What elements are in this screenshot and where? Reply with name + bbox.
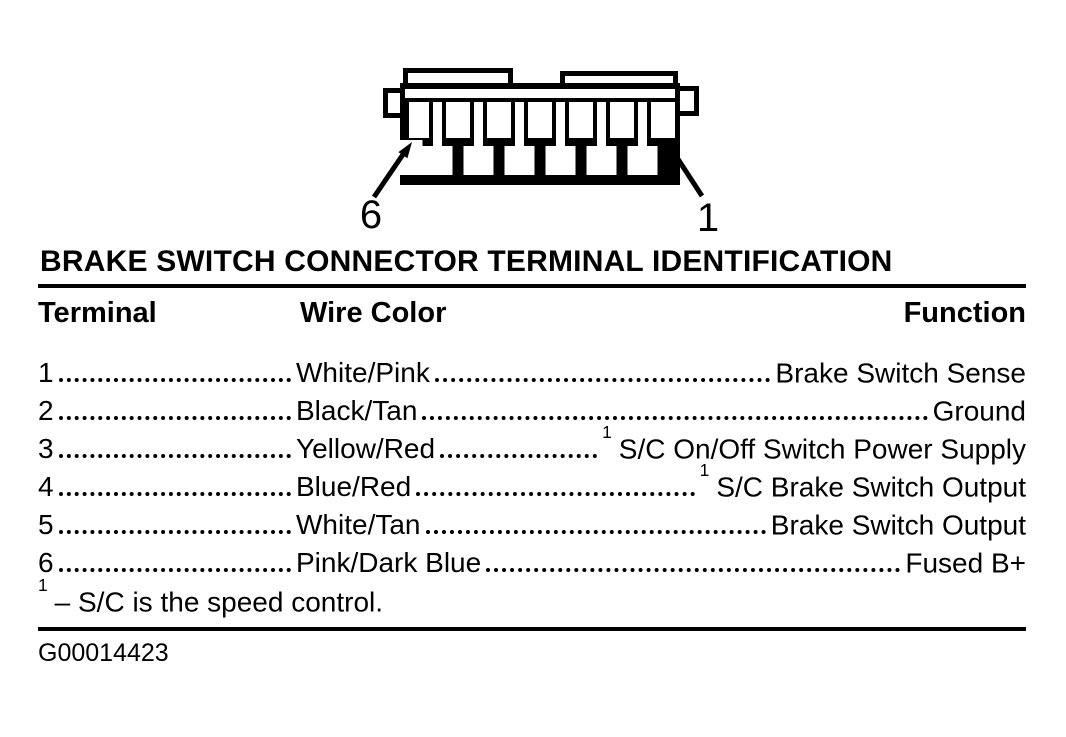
footnote-marker: 1 — [602, 422, 612, 443]
table-title: BRAKE SWITCH CONNECTOR TERMINAL IDENTIFI… — [40, 245, 893, 278]
dot-leader — [486, 564, 901, 573]
dot-leader — [416, 488, 695, 497]
dot-leader — [59, 564, 291, 573]
pin-1-label: 1 — [697, 196, 719, 240]
connector-diagram: 6 1 — [360, 68, 719, 240]
function-cell: Brake Switch Sense — [775, 357, 1026, 389]
dot-leader — [59, 488, 291, 497]
footnote-marker: 1 — [38, 575, 48, 596]
table-row: 4 Blue/Red 1S/C Brake Switch Output — [38, 460, 1026, 502]
wire-color: Pink/Dark Blue — [296, 547, 482, 579]
dot-leader — [59, 412, 291, 421]
header-terminal: Terminal — [38, 297, 157, 329]
footnote-text: – S/C is the speed control. — [54, 586, 384, 618]
terminal-number: 5 — [38, 509, 54, 541]
wire-color: Black/Tan — [296, 395, 418, 427]
dot-leader — [59, 450, 291, 459]
arrowhead-icon — [666, 142, 680, 159]
wire-color: White/Pink — [296, 357, 430, 389]
pin-1-callout: 1 — [666, 142, 719, 240]
terminal-number: 2 — [38, 395, 54, 427]
dot-leader — [59, 526, 291, 535]
figure-id: G00014423 — [38, 639, 169, 667]
terminal-number: 6 — [38, 547, 54, 579]
table-row: 6 Pink/Dark Blue Fused B+ — [38, 537, 1026, 578]
dot-leader — [440, 450, 598, 459]
footnote-marker: 1 — [699, 460, 710, 481]
function-cell: 1S/C Brake Switch Output — [699, 460, 1026, 503]
footnote: 1 – S/C is the speed control. — [38, 575, 384, 618]
function-cell: 1S/C On/Off Switch Power Supply — [602, 422, 1026, 465]
terminal-number: 3 — [38, 433, 54, 465]
header-wire-color: Wire Color — [300, 297, 447, 329]
pin-6-label: 6 — [360, 193, 382, 237]
function-cell: Brake Switch Output — [770, 509, 1026, 541]
dot-leader — [422, 412, 928, 421]
footer-rule — [38, 627, 1026, 631]
table-row: 5 White/Tan Brake Switch Output — [38, 499, 1026, 540]
table-row: 1 White/Pink Brake Switch Sense — [38, 347, 1026, 388]
terminal-number: 1 — [38, 357, 54, 389]
arrowhead-icon — [398, 142, 412, 159]
dot-leader — [434, 374, 771, 383]
dot-leader — [59, 374, 291, 383]
terminal-table: 1 White/Pink Brake Switch Sense 2 Black/… — [38, 347, 1026, 578]
table-row: 2 Black/Tan Ground — [38, 385, 1026, 426]
table-row: 3 Yellow/Red 1S/C On/Off Switch Power Su… — [38, 422, 1026, 464]
wire-color: Blue/Red — [296, 471, 412, 503]
function-cell: Fused B+ — [905, 547, 1026, 579]
wire-color: Yellow/Red — [296, 433, 436, 465]
connector-body — [383, 68, 699, 185]
terminal-number: 4 — [38, 471, 54, 503]
table-header-row: Terminal Wire Color Function — [38, 297, 1026, 330]
dot-leader — [425, 526, 766, 535]
header-function: Function — [903, 297, 1026, 329]
wire-color: White/Tan — [296, 509, 421, 541]
title-rule — [38, 284, 1026, 288]
pin-6-callout: 6 — [360, 142, 412, 237]
function-cell: Ground — [932, 395, 1026, 427]
